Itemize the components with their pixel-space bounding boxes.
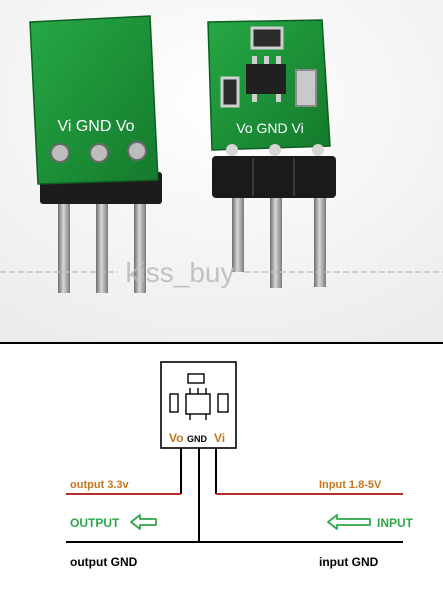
right-pin-labels: Vo GND Vi — [236, 120, 303, 136]
pin-label-gnd: GND — [187, 434, 208, 444]
chip-right-part — [217, 393, 229, 413]
wiring-diagram: Vo GND Vi output 3.3v Input 1.8-5V OUTPU… — [0, 344, 443, 593]
chip-top-part — [187, 373, 205, 384]
pin — [314, 192, 326, 287]
pin-label-vi: Vi — [214, 431, 225, 445]
pcb-board — [29, 15, 159, 185]
inductor — [295, 69, 317, 107]
ic-chip — [246, 64, 286, 94]
pin — [58, 195, 70, 293]
pin — [270, 196, 282, 288]
input-gnd-label: input GND — [319, 555, 379, 569]
input-label: INPUT — [377, 516, 414, 530]
right-module: Vo GND Vi — [207, 19, 336, 288]
capacitor-top — [250, 26, 284, 50]
input-voltage-label: Input 1.8-5V — [319, 479, 382, 491]
output-voltage-label: output 3.3v — [70, 479, 130, 491]
output-arrow-icon — [130, 514, 157, 530]
left-pin-labels: Vi GND Vo — [57, 118, 134, 135]
watermark-text: kiss_buy — [126, 257, 235, 288]
solder-pad — [89, 143, 109, 163]
pin — [134, 198, 146, 293]
section-divider — [0, 342, 443, 344]
pin-label-vo: Vo — [169, 431, 183, 445]
solder-pad — [50, 143, 70, 163]
left-module: Vi GND Vo — [29, 15, 162, 293]
module-outline — [160, 361, 237, 449]
watermark: kiss_buy — [0, 257, 443, 288]
capacitor-left — [220, 76, 240, 108]
input-arrow-icon — [327, 514, 371, 530]
module-photo: Vi GND Vo — [0, 0, 443, 342]
chip-left-part — [169, 393, 179, 413]
solder-pad — [127, 141, 147, 161]
output-label: OUTPUT — [70, 516, 120, 530]
pin — [96, 198, 108, 293]
pin-header — [212, 156, 336, 198]
pin — [232, 192, 244, 272]
output-gnd-label: output GND — [70, 555, 138, 569]
